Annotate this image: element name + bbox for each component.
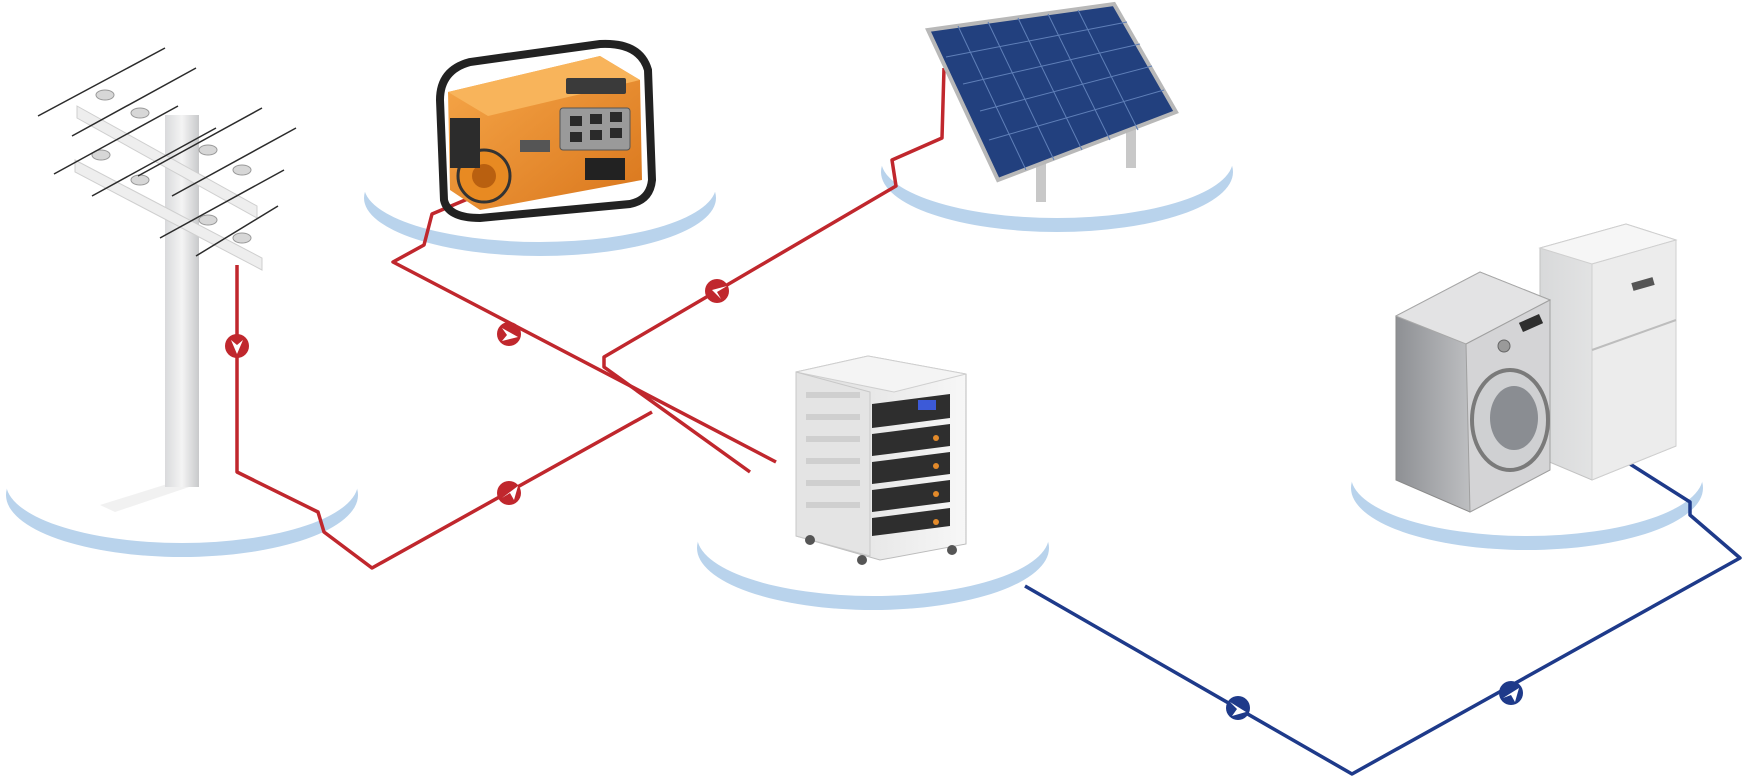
utility-pole-icon xyxy=(37,47,297,512)
solar-panel-icon xyxy=(925,1,1179,202)
solar-line xyxy=(602,67,946,474)
appliances-icon xyxy=(1394,223,1678,513)
refrigerator-icon xyxy=(1538,223,1678,481)
battery-rack-icon xyxy=(795,355,967,565)
flow-arrow-solar xyxy=(705,279,729,303)
flow-arrow-grid-lower xyxy=(497,481,521,505)
flow-arrow-output-1 xyxy=(1226,696,1250,720)
generator-icon xyxy=(435,39,657,223)
grid-line xyxy=(235,265,653,570)
flow-arrow-grid xyxy=(225,334,249,358)
flow-arrow-generator xyxy=(497,322,521,346)
platform-solar xyxy=(881,102,1233,232)
output-line xyxy=(1024,462,1742,776)
flow-arrow-output-2 xyxy=(1499,681,1523,705)
washing-machine-icon xyxy=(1394,271,1552,513)
